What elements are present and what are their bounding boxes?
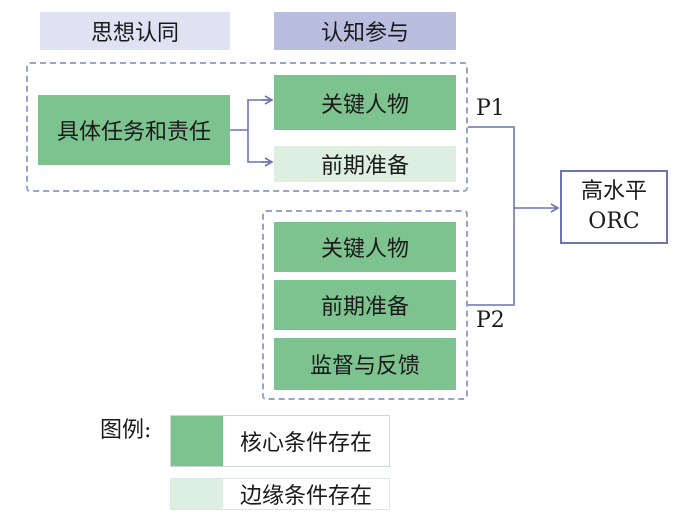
group2-item-supervision-feedback: 监督与反馈 — [274, 338, 456, 390]
legend-core-label: 核心条件存在 — [239, 431, 372, 456]
legend-core-swatch — [171, 416, 223, 466]
connector-source-to-items — [230, 99, 272, 163]
group2-item-key-person: 关键人物 — [274, 222, 456, 272]
group2-dashed-frame — [262, 210, 468, 400]
path-label-p2: P2 — [476, 308, 505, 333]
group2-item-key-person-label: 关键人物 — [320, 237, 409, 262]
legend-edge-label: 边缘条件存在 — [239, 484, 372, 509]
group2-item-preparation: 前期准备 — [274, 280, 456, 330]
outcome-box: 高水平 ORC — [560, 170, 668, 244]
group1-item-preparation: 前期准备 — [274, 146, 456, 182]
header-cognitive-participation: 认知参与 — [274, 12, 456, 50]
header-thought-identity-label: 思想认同 — [90, 21, 179, 46]
connector-p1 — [468, 126, 515, 208]
legend-edge-swatch — [171, 479, 223, 509]
outcome-line2: ORC — [588, 209, 640, 234]
legend-title: 图例: — [100, 418, 152, 443]
group2-item-supervision-feedback-label: 监督与反馈 — [309, 354, 420, 379]
legend-core-swatch-frame: 核心条件存在 — [170, 415, 390, 467]
group1-source-label: 具体任务和责任 — [56, 120, 211, 145]
path-label-p1: P1 — [476, 96, 505, 121]
header-cognitive-participation-label: 认知参与 — [320, 21, 409, 46]
outcome-line1: 高水平 — [580, 179, 647, 204]
group1-item-preparation-label: 前期准备 — [320, 154, 409, 179]
connector-p2 — [468, 208, 515, 306]
group1-item-key-person: 关键人物 — [274, 75, 456, 130]
legend-edge-swatch-frame: 边缘条件存在 — [170, 478, 390, 510]
group1-source-box: 具体任务和责任 — [38, 95, 230, 165]
group1-dashed-frame — [26, 62, 468, 192]
group1-item-key-person-label: 关键人物 — [320, 92, 409, 118]
header-thought-identity: 思想认同 — [40, 12, 230, 50]
group2-item-preparation-label: 前期准备 — [320, 295, 409, 320]
